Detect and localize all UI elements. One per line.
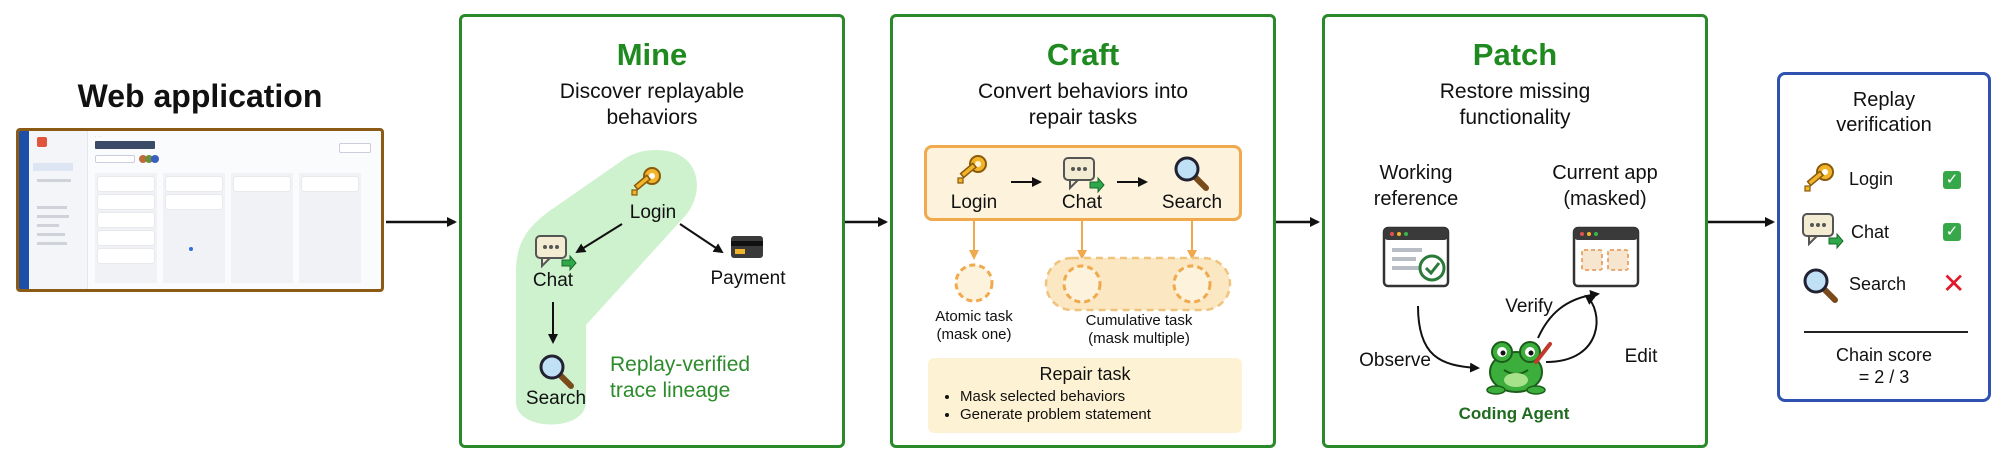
repair-task-item: Generate problem statement bbox=[960, 406, 1151, 424]
screenshot-sidebar bbox=[29, 131, 88, 289]
mine-arrows bbox=[548, 223, 724, 344]
cumulative-mask-circle bbox=[1062, 264, 1102, 304]
browser-window-icon bbox=[1572, 226, 1640, 288]
mine-node-payment: Payment bbox=[710, 268, 786, 289]
screenshot-search bbox=[95, 155, 135, 163]
atomic-mask-circle bbox=[954, 263, 994, 303]
verification-item-search: Search bbox=[1849, 274, 1907, 294]
cross-icon: ✕ bbox=[1942, 268, 1966, 299]
craft-chain-chat: Chat bbox=[1061, 192, 1103, 213]
screenshot-column bbox=[163, 173, 225, 283]
verification-title: Replay verification bbox=[1836, 89, 1932, 136]
observe-label: Observe bbox=[1359, 350, 1431, 371]
screenshot-column bbox=[299, 173, 361, 283]
magnifier-icon bbox=[539, 354, 574, 389]
stage-craft-title: Craft bbox=[1046, 37, 1120, 72]
web-app-screenshot: · · · bbox=[16, 128, 384, 292]
stage-mine-subtitle: Discover replayable behaviors bbox=[559, 80, 745, 129]
check-icon: ✓ bbox=[1943, 171, 1961, 189]
edit-label: Edit bbox=[1624, 346, 1658, 367]
mask-arrows bbox=[969, 221, 1197, 260]
chat-bubble-icon bbox=[1802, 213, 1844, 250]
stage-mine-title: Mine bbox=[616, 37, 688, 72]
patch-arrows bbox=[1417, 289, 1600, 373]
key-icon bbox=[631, 167, 661, 196]
screenshot-button bbox=[339, 143, 371, 153]
coding-agent-label: Coding Agent bbox=[1458, 404, 1570, 423]
web-app-title: Web application bbox=[77, 78, 323, 114]
repair-task-box: Repair task Mask selected behaviors Gene… bbox=[928, 358, 1242, 433]
screenshot-board-title bbox=[95, 141, 155, 149]
verification-item-chat: Chat bbox=[1851, 222, 1890, 242]
mine-node-login: Login bbox=[629, 202, 677, 223]
verify-label: Verify bbox=[1505, 296, 1553, 317]
working-reference-label: Working reference bbox=[1373, 162, 1459, 210]
atomic-task-label: Atomic task (mask one) bbox=[935, 308, 1013, 343]
repair-task-item: Mask selected behaviors bbox=[960, 388, 1151, 406]
screenshot-breadcrumb: · · · bbox=[95, 134, 102, 139]
screenshot-column bbox=[231, 173, 293, 283]
stage-patch-title: Patch bbox=[1472, 37, 1558, 72]
screenshot-logo bbox=[37, 137, 47, 147]
current-app-label: Current app (masked) bbox=[1552, 162, 1658, 210]
cumulative-task-label: Cumulative task (mask multiple) bbox=[1085, 312, 1193, 347]
cumulative-mask-circle bbox=[1172, 264, 1212, 304]
repair-task-list: Mask selected behaviors Generate problem… bbox=[944, 388, 1151, 424]
repair-task-title: Repair task bbox=[1039, 364, 1131, 384]
stage-patch-subtitle: Restore missing functionality bbox=[1439, 80, 1591, 129]
craft-chain-login: Login bbox=[950, 192, 998, 213]
lineage-label: Replay-verified trace lineage bbox=[610, 353, 751, 402]
verification-item-login: Login bbox=[1849, 169, 1894, 189]
screenshot-sidebar-strip bbox=[19, 131, 29, 289]
lineage-band bbox=[516, 150, 697, 425]
chain-score: Chain score = 2 / 3 bbox=[1835, 345, 1933, 387]
stage-craft-subtitle: Convert behaviors into repair tasks bbox=[977, 80, 1189, 129]
key-icon bbox=[1804, 163, 1834, 192]
frog-agent-icon bbox=[1486, 341, 1552, 395]
credit-card-icon bbox=[731, 236, 763, 258]
check-icon: ✓ bbox=[1943, 223, 1961, 241]
craft-chain-search: Search bbox=[1161, 192, 1223, 213]
screenshot-column bbox=[95, 173, 157, 283]
verification-divider bbox=[1804, 331, 1968, 333]
mine-node-search: Search bbox=[525, 388, 587, 409]
chat-bubble-icon bbox=[535, 235, 577, 272]
mine-node-chat: Chat bbox=[532, 270, 574, 291]
magnifier-icon bbox=[1803, 268, 1838, 303]
browser-window-icon bbox=[1382, 226, 1450, 288]
